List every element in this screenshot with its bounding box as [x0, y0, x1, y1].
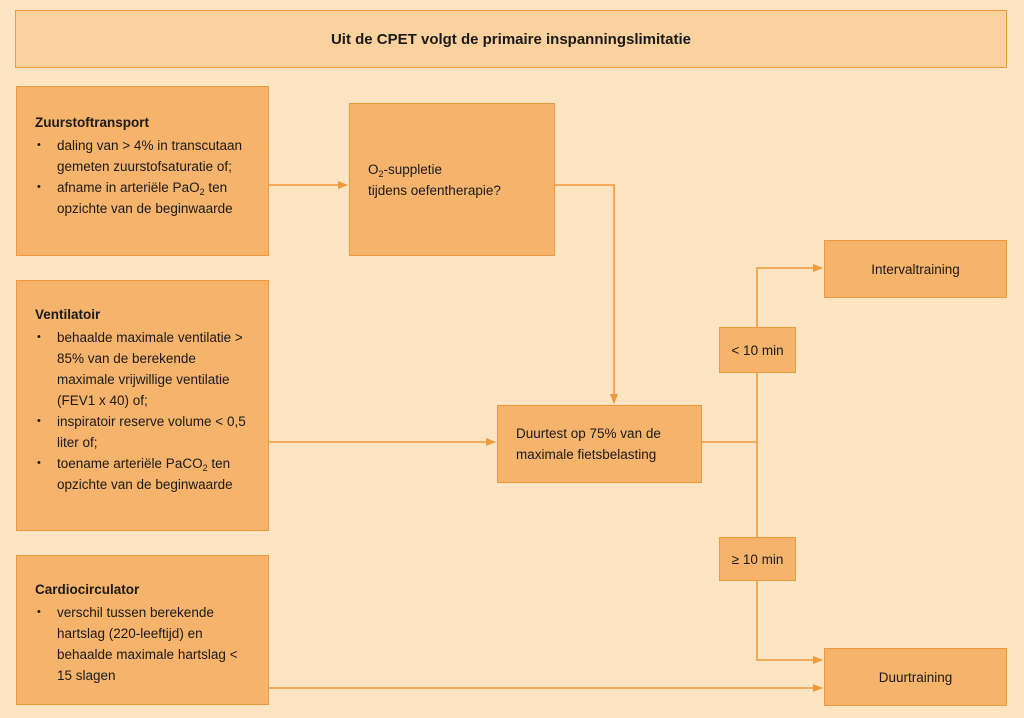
cardiocirculator-box: Cardiocirculator verschil tussen bereken… [16, 555, 269, 705]
o2-question-line1: O2-suppletie [368, 161, 443, 179]
lt10-box: < 10 min [719, 327, 796, 373]
duurtraining-label: Duurtraining [878, 669, 953, 685]
bullet-item: inspiratoir reserve volume < 0,5 liter o… [35, 411, 250, 453]
duurtraining-box: Duurtraining [824, 648, 1007, 706]
lt10-label: < 10 min [731, 342, 784, 358]
zuurstoftransport-heading: Zuurstoftransport [35, 115, 149, 130]
duurtest-line2: maximale fietsbelasting [516, 447, 657, 462]
bullet-item: daling van > 4% in transcutaan gemeten z… [35, 135, 250, 177]
ge10-label: ≥ 10 min [731, 551, 784, 567]
title-box: Uit de CPET volgt de primaire inspanning… [15, 10, 1007, 68]
arrow-lt10-to-interval [756, 264, 823, 327]
diagram-title: Uit de CPET volgt de primaire inspanning… [330, 30, 692, 48]
bullet-item: verschil tussen berekende hartslag (220-… [35, 602, 250, 686]
bullet-item: toename arteriële PaCO2 ten opzichte van… [35, 453, 250, 495]
ventilatoir-heading: Ventilatoir [35, 307, 101, 322]
bullet-item: behaalde maximale ventilatie > 85% van d… [35, 327, 250, 411]
duurtest-box: Duurtest op 75% van de maximale fietsbel… [497, 405, 702, 483]
duurtest-line1: Duurtest op 75% van de [516, 426, 661, 441]
cardiocirculator-heading: Cardiocirculator [35, 582, 140, 597]
intervaltraining-label: Intervaltraining [871, 261, 960, 277]
bullet-item: afname in arteriële PaO2 ten opzichte va… [35, 177, 250, 219]
ventilatoir-box: Ventilatoir behaalde maximale ventilatie… [16, 280, 269, 531]
arrow-o2-to-duurtest [555, 184, 618, 404]
arrow-ge10-to-duur [756, 581, 823, 664]
zuurstoftransport-box: Zuurstoftransport daling van > 4% in tra… [16, 86, 269, 256]
o2-suppletie-box: O2-suppletie tijdens oefentherapie? [349, 103, 555, 256]
o2-question-line2: tijdens oefentherapie? [368, 182, 501, 198]
ge10-box: ≥ 10 min [719, 537, 796, 581]
intervaltraining-box: Intervaltraining [824, 240, 1007, 298]
